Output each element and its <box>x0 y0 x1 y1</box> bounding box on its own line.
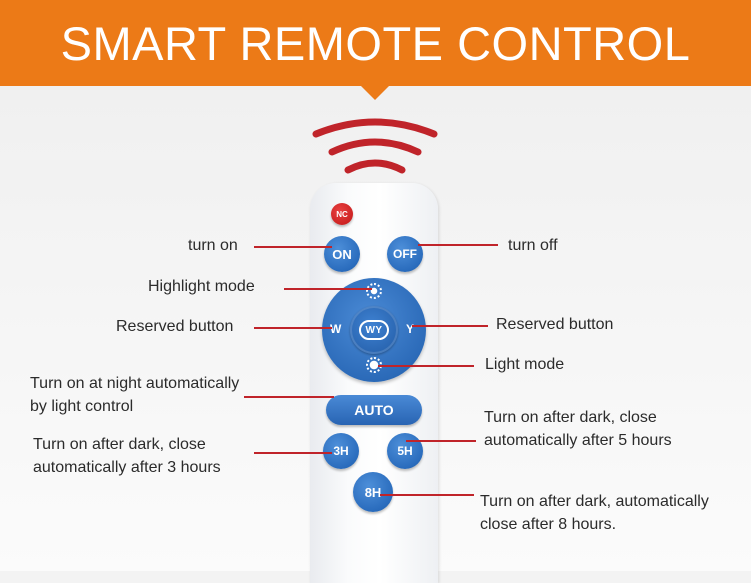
auto-line <box>244 396 334 398</box>
reserved-left-line <box>254 327 332 329</box>
turn-off-line <box>418 244 498 246</box>
auto-label-line1: Turn on at night automatically <box>30 375 240 392</box>
dial-center-button[interactable]: WY <box>350 306 398 354</box>
banner-pointer <box>361 86 389 100</box>
highlight-sun-icon[interactable] <box>366 283 382 299</box>
light-mode-label: Light mode <box>485 356 565 373</box>
reserved-right-label: Reserved button <box>496 316 614 333</box>
wy-label: WY <box>359 320 389 340</box>
turn-on-label: turn on <box>188 237 238 254</box>
8h-label-line2: close after 8 hours. <box>480 516 617 533</box>
3h-line <box>254 452 332 454</box>
signal-waves-icon <box>312 118 438 174</box>
8h-button[interactable]: 8H <box>353 472 393 512</box>
title-banner: SMART REMOTE CONTROL <box>0 0 751 86</box>
on-button[interactable]: ON <box>324 236 360 272</box>
page-title: SMART REMOTE CONTROL <box>60 17 691 70</box>
3h-button[interactable]: 3H <box>323 433 359 469</box>
reserved-left-label: Reserved button <box>116 318 234 335</box>
off-button[interactable]: OFF <box>387 236 423 272</box>
reserved-right-line <box>412 325 488 327</box>
auto-label-line2: by light control <box>30 398 134 415</box>
3h-label-line2: automatically after 3 hours <box>33 459 221 476</box>
8h-line <box>380 494 474 496</box>
5h-label-line1: Turn on after dark, close <box>484 409 657 426</box>
dial-w-button[interactable]: W <box>330 322 342 336</box>
8h-label-line1: Turn on after dark, automatically <box>480 493 709 510</box>
turn-off-label: turn off <box>508 237 558 254</box>
highlight-line <box>284 288 372 290</box>
highlight-mode-label: Highlight mode <box>148 278 255 295</box>
5h-label-line2: automatically after 5 hours <box>484 432 672 449</box>
5h-line <box>406 440 476 442</box>
auto-button[interactable]: AUTO <box>326 395 422 425</box>
turn-on-line <box>254 246 332 248</box>
5h-button[interactable]: 5H <box>387 433 423 469</box>
light-mode-line <box>378 365 474 367</box>
dial-y-button[interactable]: Y <box>406 322 415 336</box>
3h-label-line1: Turn on after dark, close <box>33 436 206 453</box>
nc-button[interactable]: NC <box>331 203 353 225</box>
